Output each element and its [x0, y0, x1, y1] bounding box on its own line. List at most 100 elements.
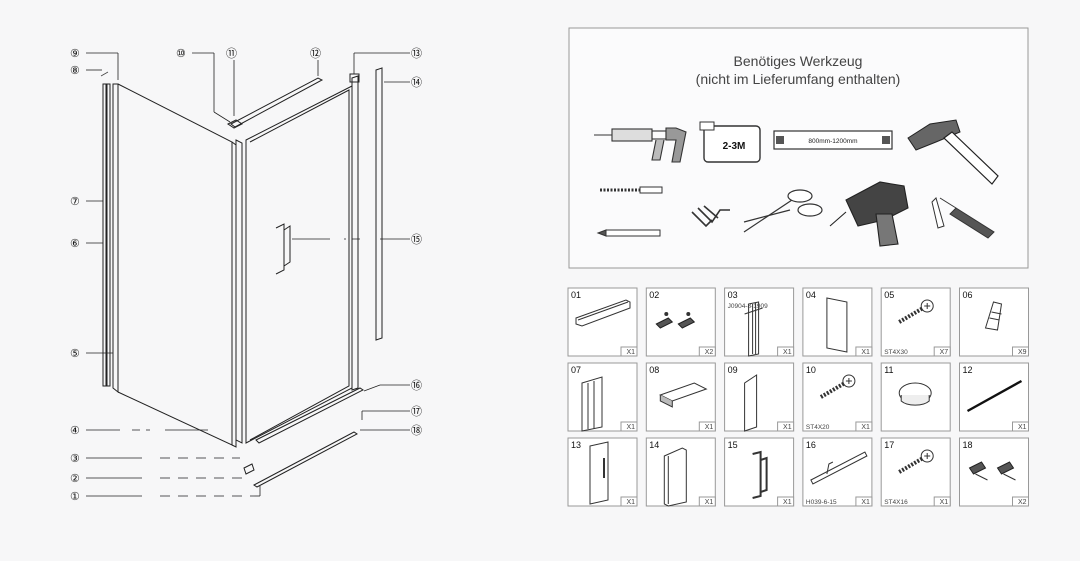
glass-panel-icon [826, 297, 848, 353]
part-quantity: X1 [626, 349, 635, 356]
callout-14: ⑭ [411, 76, 422, 89]
wall-channel-icon [581, 376, 603, 432]
water-deflector-icon [810, 451, 868, 485]
part-number: 12 [963, 365, 973, 375]
part-number: 17 [884, 440, 894, 450]
part-number: 16 [806, 440, 816, 450]
part-number: 02 [649, 290, 659, 300]
callout-10: ⑩ [176, 47, 186, 60]
part-number: 01 [571, 290, 581, 300]
pencil-icon [596, 229, 661, 237]
callout-labels: ⑨ ⑧ ⑦ ⑥ ⑤ ④ ③ ② ① ⑩ ⑪ ⑫ ⑬ ⑭ ⑮ ⑯ ⑰ ⑱ [70, 47, 422, 503]
side-glass-panel [112, 83, 237, 448]
screw-icon [819, 374, 856, 399]
callout-6: ⑥ [70, 237, 80, 250]
tape-measure-icon: 2-3M [699, 121, 761, 163]
part-number: 10 [806, 365, 816, 375]
part-number: 07 [571, 365, 581, 375]
part-code: J0904-8-1909 [728, 303, 768, 310]
leader-lines [86, 52, 410, 497]
bottom-seals [243, 387, 364, 488]
part-quantity: X1 [861, 349, 870, 356]
profile-rail-icon [575, 299, 631, 327]
cover-cap-icon [898, 382, 932, 406]
corner-profile [227, 119, 243, 444]
part-quantity: X9 [1018, 349, 1027, 356]
part-quantity: X7 [940, 349, 949, 356]
part-quantity: X1 [940, 499, 949, 506]
door-glass-panel [245, 85, 353, 444]
door-panel-icon [589, 441, 609, 505]
part-quantity: X1 [861, 499, 870, 506]
callout-4: ④ [70, 424, 80, 437]
screw-icon [898, 299, 934, 324]
part-number: 15 [728, 440, 738, 450]
callout-16: ⑯ [411, 379, 422, 392]
part-number: 03 [728, 290, 738, 300]
callout-8: ⑧ [70, 64, 80, 77]
part-quantity: X1 [626, 424, 635, 431]
part-card: 11 [880, 362, 951, 432]
magnet-profile-icon [663, 447, 687, 507]
tape-measure-label: 2-3M [723, 141, 746, 152]
part-quantity: X1 [626, 499, 635, 506]
allen-keys-icon [691, 205, 730, 228]
part-quantity: X1 [783, 499, 792, 506]
part-number: 13 [571, 440, 581, 450]
part-number: 04 [806, 290, 816, 300]
callout-12: ⑫ [310, 47, 321, 60]
callout-3: ③ [70, 452, 80, 465]
callout-1: ① [70, 490, 80, 503]
part-quantity: X2 [1018, 499, 1027, 506]
filler-strip-icon [744, 374, 758, 432]
callout-13: ⑬ [411, 47, 422, 60]
callout-9: ⑨ [70, 47, 80, 60]
part-quantity: X1 [861, 424, 870, 431]
part-number: 11 [884, 365, 893, 375]
part-quantity: X1 [1018, 424, 1027, 431]
part-code: ST4X30 [884, 349, 908, 356]
seal-strip-icon [966, 379, 1023, 413]
part-quantity: X1 [705, 424, 714, 431]
part-quantity: X1 [783, 349, 792, 356]
caulking-gun-icon [594, 127, 687, 163]
callout-17: ⑰ [411, 405, 422, 418]
callout-18: ⑱ [411, 424, 422, 437]
drill-bit-icon [600, 186, 663, 194]
scissors-icon [743, 189, 823, 233]
exploded-diagram: ⑨ ⑧ ⑦ ⑥ ⑤ ④ ③ ② ① ⑩ ⑪ ⑫ ⑬ ⑭ ⑮ ⑯ ⑰ ⑱ [70, 47, 422, 503]
screwdriver-set-icon [931, 197, 995, 239]
part-quantity: X1 [705, 499, 714, 506]
spirit-level-icon: 800mm-1200mm [773, 130, 893, 150]
power-drill-icon [829, 181, 909, 247]
wall-profile-left [100, 71, 111, 387]
part-number: 18 [963, 440, 973, 450]
part-number: 14 [649, 440, 659, 450]
part-number: 09 [728, 365, 738, 375]
corner-clips-icon [655, 312, 696, 329]
callout-2: ② [70, 472, 80, 485]
end-cap-icon [659, 382, 708, 408]
callout-11: ⑪ [226, 47, 237, 60]
tools-title: Benötiges Werkzeug [734, 53, 863, 69]
parts-grid: 01X102X203X1J0904-8-190904X105X7ST4X3006… [567, 287, 1029, 507]
part-number: 08 [649, 365, 659, 375]
part-number: 05 [884, 290, 894, 300]
hammer-icon [907, 119, 999, 185]
door-handle-icon [752, 450, 768, 499]
hinge-clips-icon [968, 461, 1016, 481]
